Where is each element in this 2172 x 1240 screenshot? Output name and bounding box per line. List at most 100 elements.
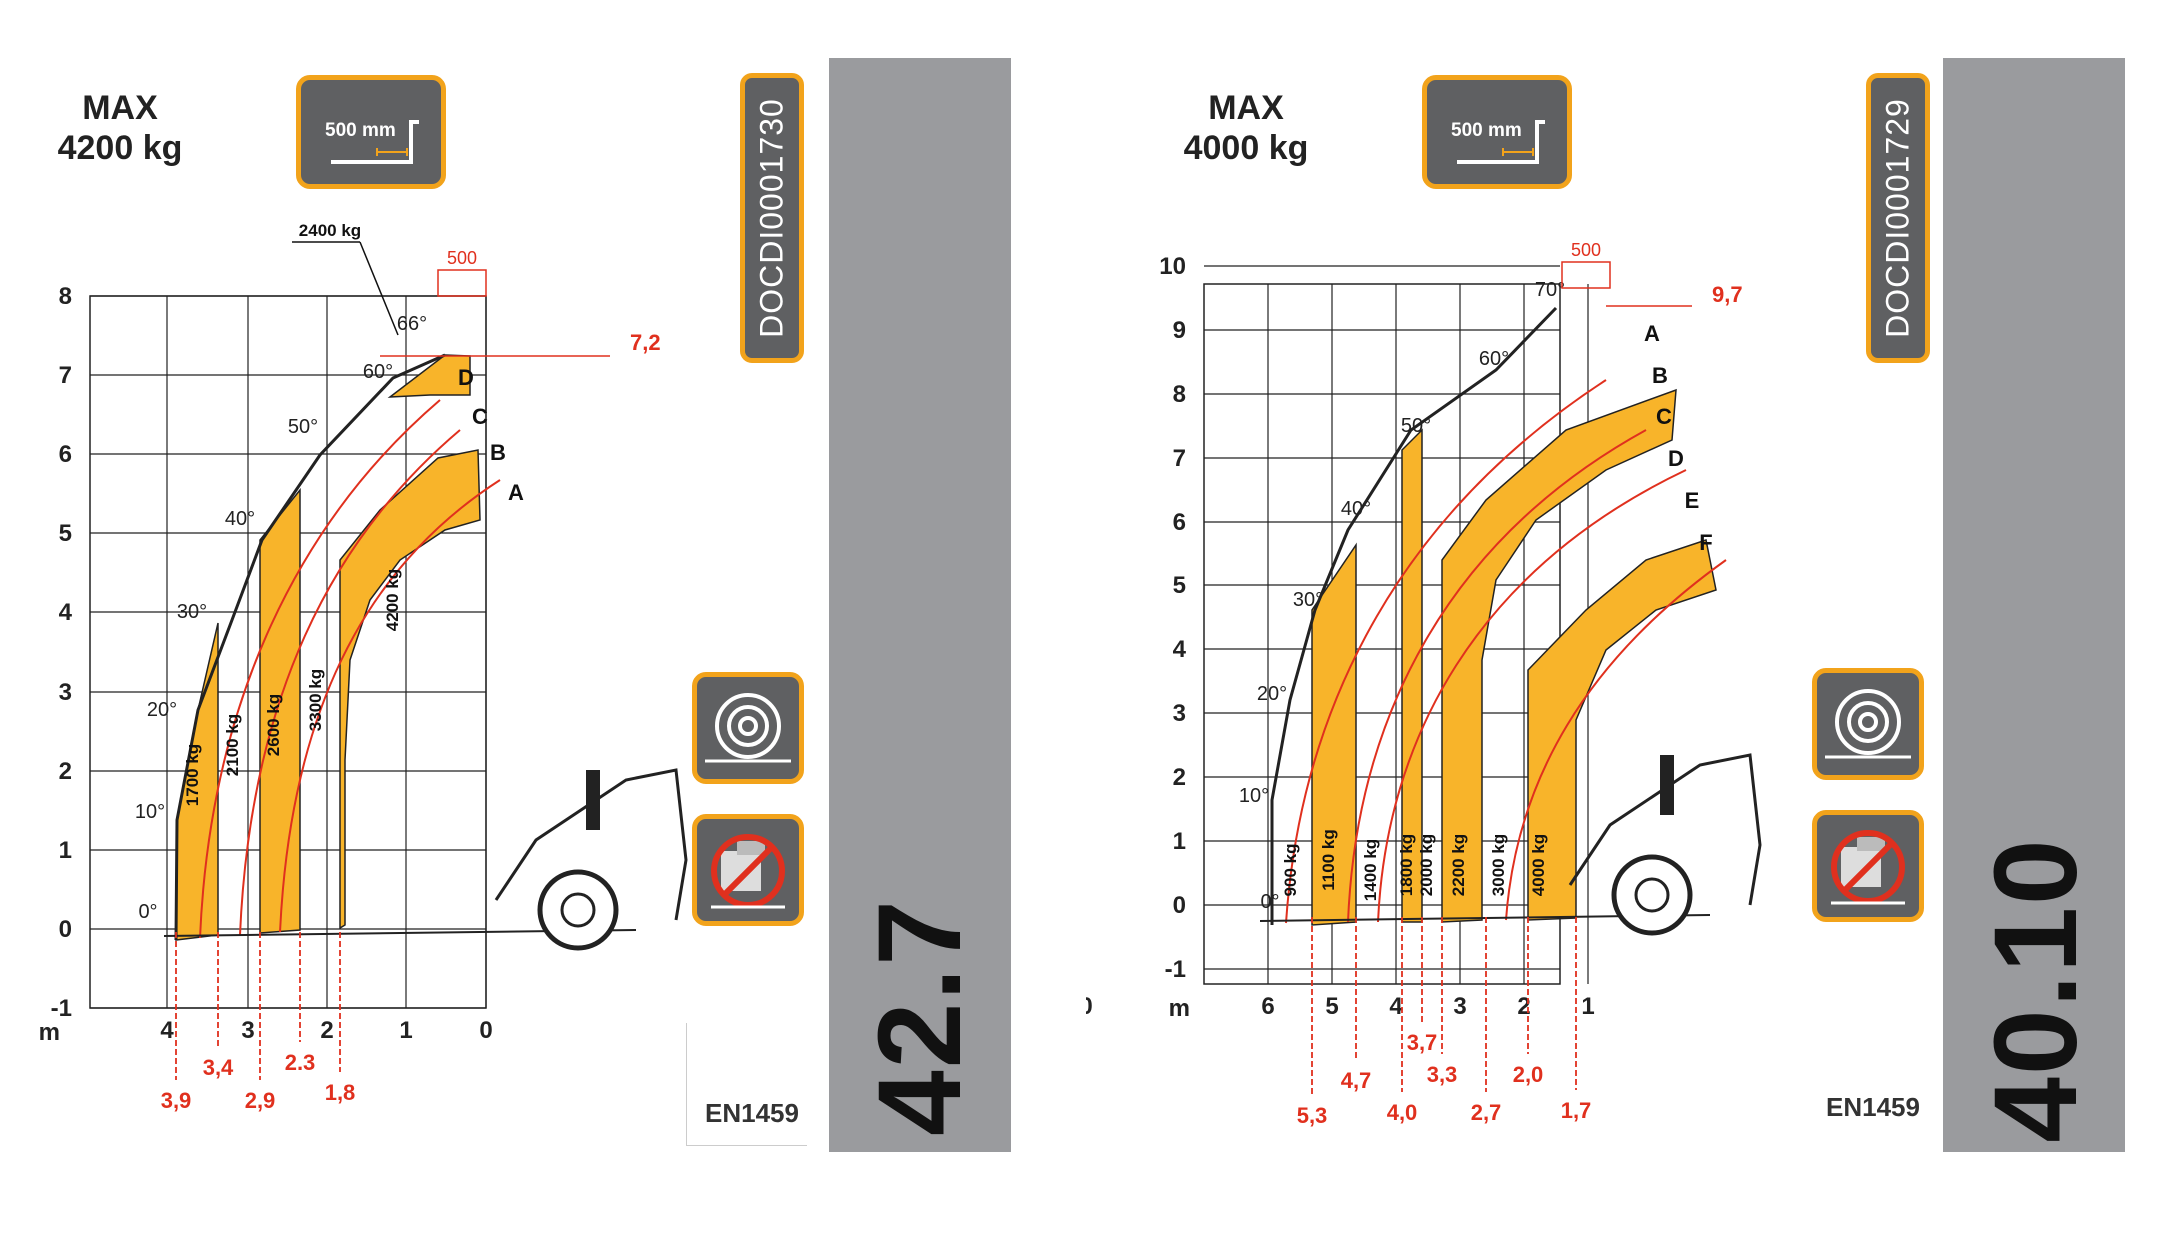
y-tick-label: 1 bbox=[1173, 828, 1186, 855]
y-tick-label: 9 bbox=[1173, 317, 1186, 344]
load-zone-label: 2000 kg bbox=[1417, 834, 1436, 896]
tyre-icon bbox=[705, 693, 791, 763]
panel-left: MAX 4200 kg 500 mm DOCDI0001730 bbox=[0, 0, 1086, 1196]
fork-offset-label: 500 bbox=[447, 248, 477, 268]
y-tick-label: 7 bbox=[59, 362, 72, 389]
machine-wheel bbox=[1611, 854, 1693, 936]
norm-label-left: EN1459 bbox=[705, 1098, 799, 1128]
angle-label: 0° bbox=[1260, 891, 1279, 913]
angle-label: 0° bbox=[138, 901, 157, 923]
angle-label: 10° bbox=[1239, 785, 1269, 807]
y-tick-label: 3 bbox=[59, 679, 72, 706]
reach-envelope bbox=[1270, 306, 1558, 925]
y-tick-label: 6 bbox=[59, 441, 72, 468]
extension-mark: A bbox=[508, 480, 524, 505]
y-tick-label: 8 bbox=[59, 283, 72, 310]
model-bar-right bbox=[1943, 58, 2125, 1152]
reach-label: 2,7 bbox=[1471, 1100, 1502, 1125]
load-arc bbox=[239, 429, 461, 936]
max-load-label-left: MAX 4200 kg bbox=[57, 89, 183, 167]
angle-label: 30° bbox=[177, 601, 207, 623]
y-tick-label: 1 bbox=[59, 837, 72, 864]
y-tick-label: -1 bbox=[51, 995, 72, 1022]
y-tick-label: 8 bbox=[1173, 381, 1186, 408]
reach-label: 5,3 bbox=[1297, 1103, 1328, 1128]
angle-label: 50° bbox=[288, 416, 318, 438]
extension-mark: C bbox=[472, 404, 488, 429]
y-tick-label: 4 bbox=[1173, 636, 1187, 663]
fork-offset-box bbox=[1561, 261, 1611, 289]
load-zone-band bbox=[259, 487, 301, 934]
reach-label: 3,3 bbox=[1427, 1062, 1458, 1087]
load-zone-label: 2600 kg bbox=[264, 694, 283, 756]
max-height-label: 7,2 bbox=[630, 330, 661, 355]
tyre-icon bbox=[1825, 689, 1911, 759]
angle-label: 40° bbox=[225, 508, 255, 530]
fork-spacing-badge-left: 500 mm bbox=[296, 75, 446, 189]
machine-cab bbox=[586, 770, 600, 830]
fork-center-label: 500 mm bbox=[1451, 120, 1522, 141]
y-tick-label: 2 bbox=[1173, 764, 1186, 791]
x-axis-unit: m bbox=[39, 1019, 60, 1046]
y-tick-label: 3 bbox=[1173, 700, 1186, 727]
load-chart-sheet: MAX 4200 kg 500 mm DOCDI0001730 bbox=[0, 0, 2172, 1196]
tyre-badge-right bbox=[1812, 668, 1924, 780]
x-tick-label: 3 bbox=[1453, 993, 1466, 1020]
y-tick-label: 4 bbox=[59, 599, 73, 626]
reach-label: 3,7 bbox=[1407, 1030, 1438, 1055]
norm-frame-left bbox=[686, 1023, 807, 1146]
load-arc bbox=[1377, 469, 1687, 923]
max-height-label: 9,7 bbox=[1712, 282, 1743, 307]
y-tick-label: 5 bbox=[1173, 572, 1186, 599]
angle-label: 10° bbox=[135, 801, 165, 823]
load-zone-band bbox=[339, 449, 481, 930]
norm-label-right: EN1459 bbox=[1826, 1092, 1920, 1122]
machine-wheel bbox=[537, 869, 619, 951]
load-arc bbox=[199, 399, 441, 939]
angle-label: 50° bbox=[1401, 415, 1431, 437]
reach-envelope bbox=[174, 353, 446, 941]
load-zone-label: 1100 kg bbox=[1319, 829, 1338, 890]
reach-label: 3,4 bbox=[203, 1055, 234, 1080]
doc-code-badge-right: DOCDI0001729 bbox=[1866, 73, 1930, 363]
x-tick-label: 5 bbox=[1325, 993, 1338, 1020]
x-tick-label: 2 bbox=[1517, 993, 1530, 1020]
load-zone-label: 3000 kg bbox=[1489, 834, 1508, 896]
load-zone-label: 1700 kg bbox=[183, 744, 202, 806]
panel-right: MAX 4000 kg 500 mm DOCDI0001729 bbox=[1086, 0, 2172, 1196]
load-arc bbox=[279, 479, 501, 933]
x-tick-label: 4 bbox=[160, 1017, 174, 1044]
angle-label: 66° bbox=[397, 313, 427, 335]
no-stabilizer-icon bbox=[1831, 830, 1905, 905]
x-tick-label: 3 bbox=[241, 1017, 254, 1044]
y-tick-label: 7 bbox=[1173, 445, 1186, 472]
load-zone-label: 2200 kg bbox=[1449, 834, 1468, 896]
load-zone-label: 1400 kg bbox=[1361, 839, 1380, 901]
fork-offset-box bbox=[437, 269, 487, 297]
tyre-badge-left bbox=[692, 672, 804, 784]
angle-label: 70° bbox=[1535, 279, 1565, 301]
x-axis-unit: m bbox=[1169, 995, 1190, 1022]
y-tick-label: 5 bbox=[59, 520, 72, 547]
reach-label: 1,8 bbox=[325, 1080, 356, 1105]
fork-spacing-icon bbox=[331, 120, 419, 164]
x-tick-label: 1 bbox=[1581, 993, 1594, 1020]
extension-mark: A bbox=[1644, 321, 1660, 346]
load-zone-label: 4200 kg bbox=[383, 569, 402, 631]
load-zone-band bbox=[1441, 388, 1677, 923]
doc-code-badge-left: DOCDI0001730 bbox=[740, 73, 804, 363]
y-tick-label: 10 bbox=[1159, 253, 1186, 280]
angle-label: 30° bbox=[1293, 589, 1323, 611]
fork-center-label: 500 mm bbox=[325, 120, 396, 141]
model-bar-left bbox=[829, 58, 1011, 1152]
reach-label: 1,7 bbox=[1561, 1098, 1592, 1123]
load-arc bbox=[1505, 559, 1727, 921]
y-tick-label: 6 bbox=[1173, 509, 1186, 536]
extension-mark: C bbox=[1656, 404, 1672, 429]
extension-mark: E bbox=[1685, 488, 1700, 513]
angle-label: 20° bbox=[1257, 683, 1287, 705]
y-tick-label: 2 bbox=[59, 758, 72, 785]
angle-label: 60° bbox=[363, 361, 393, 383]
